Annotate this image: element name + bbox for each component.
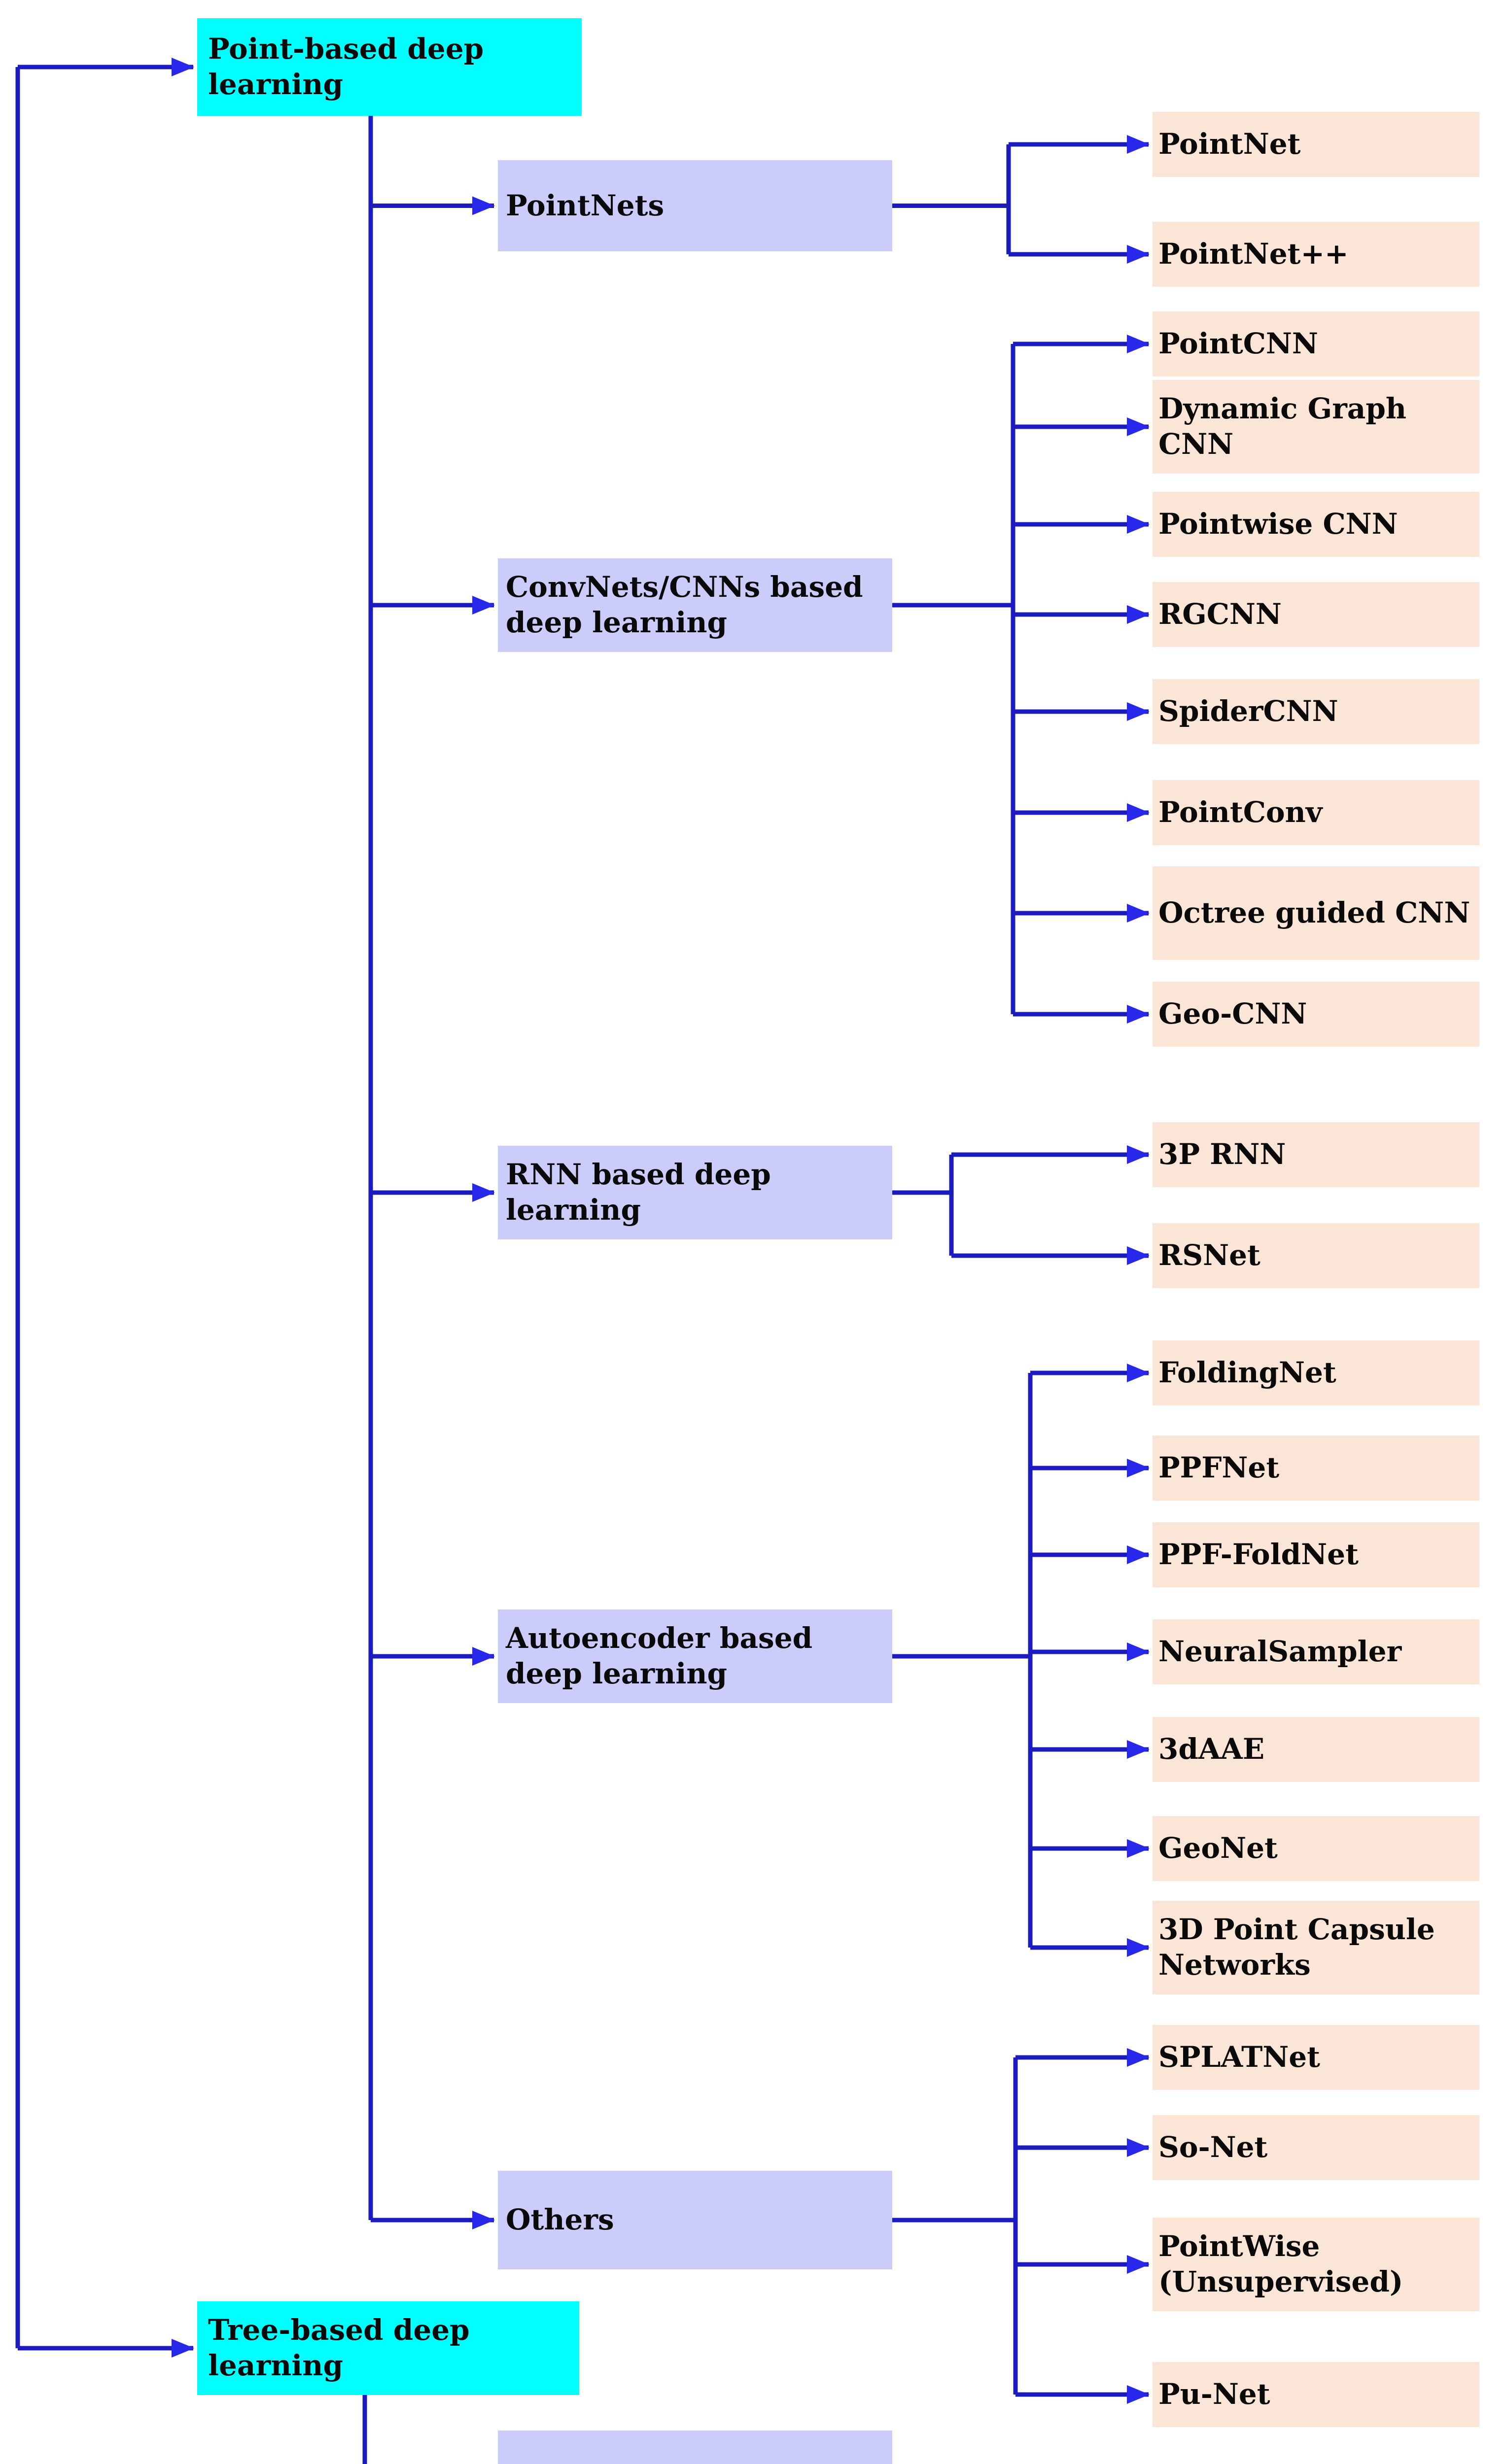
node-rsnet: RSNet (1153, 1223, 1479, 1288)
node-spidercnn: SpiderCNN (1153, 679, 1479, 744)
node-label-3daae: 3dAAE (1158, 1732, 1265, 1766)
node-label-ppf-foldnet: PPF-FoldNet (1158, 1538, 1359, 1572)
node-convnets: ConvNets/CNNs based deep learning (498, 558, 892, 652)
node-label-convnets: ConvNets/CNNs based deep learning (506, 570, 863, 639)
node-label-tree-based: Tree-based deep learning (208, 2313, 470, 2382)
node-splatnet: SPLATNet (1153, 2025, 1479, 2090)
node-label-geo-cnn: Geo-CNN (1158, 997, 1307, 1031)
node-label-dgcnn: Dynamic Graph CNN (1158, 392, 1407, 461)
node-label-capsule: 3D Point Capsule Networks (1158, 1913, 1435, 1982)
node-label-geonet: GeoNet (1158, 1831, 1278, 1865)
node-label-spidercnn: SpiderCNN (1158, 694, 1338, 728)
node-label-rnn: RNN based deep learning (506, 1158, 771, 1227)
node-others: Others (498, 2171, 892, 2269)
node-label-pointnets: PointNets (506, 188, 665, 222)
node-label-so-net: So-Net (1158, 2130, 1268, 2164)
node-label-ppfnet: PPFNet (1158, 1451, 1280, 1485)
node-pointnet-pp: PointNet++ (1153, 222, 1479, 287)
node-geo-cnn: Geo-CNN (1153, 982, 1479, 1047)
node-label-splatnet: SPLATNet (1158, 2040, 1320, 2074)
node-rnn: RNN based deep learning (498, 1146, 892, 1239)
node-foldingnet: FoldingNet (1153, 1340, 1479, 1405)
node-label-pointcnn: PointCNN (1158, 327, 1318, 361)
node-pointwise-unsup: PointWise (Unsupervised) (1153, 2218, 1479, 2311)
node-ppfnet: PPFNet (1153, 1436, 1479, 1501)
node-octree-cnn: Octree guided CNN (1153, 866, 1479, 960)
node-ppf-foldnet: PPF-FoldNet (1153, 1522, 1479, 1587)
node-label-pointwise-cnn: Pointwise CNN (1158, 507, 1398, 541)
node-label-pointnet-pp: PointNet++ (1158, 237, 1349, 271)
node-label-octree-cnn: Octree guided CNN (1158, 896, 1470, 930)
node-pointnet: PointNet (1153, 112, 1479, 177)
node-autoencoder: Autoencoder based deep learning (498, 1609, 892, 1703)
node-pointcnn: PointCNN (1153, 311, 1479, 376)
node-point-based: Point-based deep learning (197, 18, 582, 116)
node-tree-based: Tree-based deep learning (197, 2301, 579, 2395)
node-capsule: 3D Point Capsule Networks (1153, 1901, 1479, 1994)
node-label-rgcnn: RGCNN (1158, 597, 1282, 631)
node-kd-network: Kd-network (498, 2430, 892, 2464)
node-pointwise-cnn: Pointwise CNN (1153, 492, 1479, 557)
node-geonet: GeoNet (1153, 1816, 1479, 1881)
node-label-others: Others (506, 2203, 614, 2237)
node-label-rsnet: RSNet (1158, 1238, 1260, 1272)
node-label-3p-rnn: 3P RNN (1158, 1137, 1286, 1171)
node-pointconv: PointConv (1153, 780, 1479, 845)
node-label-pointnet: PointNet (1158, 127, 1301, 161)
node-label-kd-network: Kd-network (506, 2460, 693, 2464)
node-label-foldingnet: FoldingNet (1158, 1356, 1336, 1390)
node-label-pointconv: PointConv (1158, 795, 1323, 829)
node-label-point-based: Point-based deep learning (208, 32, 484, 101)
node-label-neuralsampler: NeuralSampler (1158, 1635, 1402, 1669)
node-label-autoencoder: Autoencoder based deep learning (506, 1621, 813, 1690)
node-dgcnn: Dynamic Graph CNN (1153, 380, 1479, 474)
node-3daae: 3dAAE (1153, 1717, 1479, 1782)
node-label-pu-net: Pu-Net (1158, 2377, 1270, 2411)
node-pointnets: PointNets (498, 160, 892, 251)
node-neuralsampler: NeuralSampler (1153, 1619, 1479, 1684)
node-3p-rnn: 3P RNN (1153, 1122, 1479, 1187)
node-rgcnn: RGCNN (1153, 582, 1479, 647)
node-label-pointwise-unsup: PointWise (Unsupervised) (1158, 2229, 1403, 2298)
node-pu-net: Pu-Net (1153, 2362, 1479, 2427)
node-so-net: So-Net (1153, 2115, 1479, 2180)
